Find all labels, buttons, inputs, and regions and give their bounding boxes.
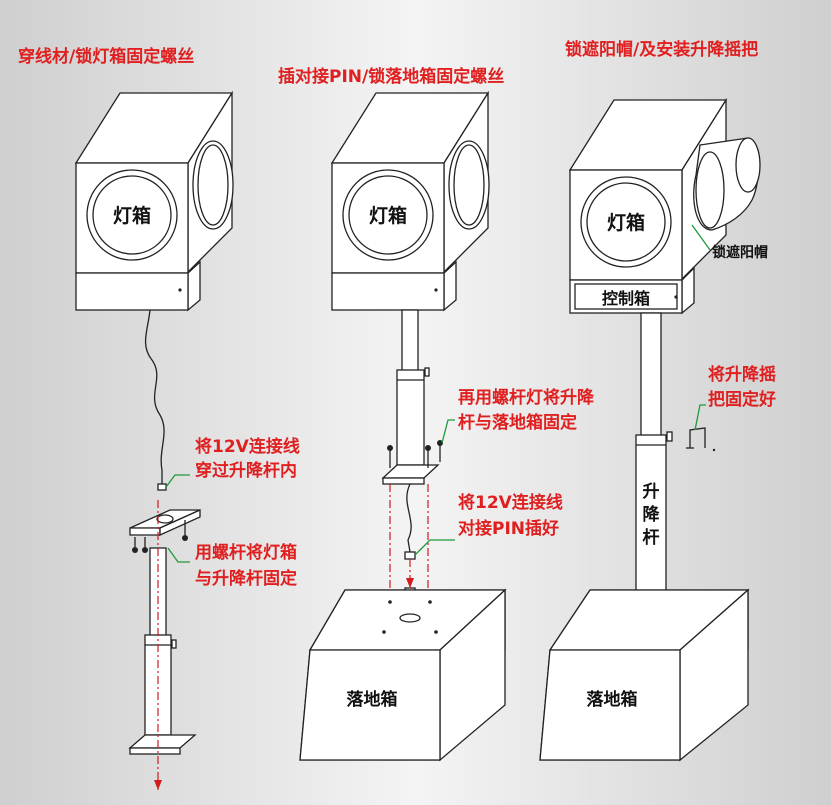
annotation-4-line2: 对接PIN插好 xyxy=(458,518,559,539)
annotation-3-line2: 杆与落地箱固定 xyxy=(458,412,577,433)
annotation-5-line2: 把固定好 xyxy=(708,389,776,410)
figure-3: 灯箱 控制箱 升 降 杆 落地箱 xyxy=(539,97,761,762)
annotation-2-line2: 与升降杆固定 xyxy=(195,568,297,589)
annotation-2-line1: 用螺杆将灯箱 xyxy=(195,542,297,563)
annotation-4-line1: 将12V连接线 xyxy=(458,492,563,513)
lamp-box-label-1: 灯箱 xyxy=(113,204,151,227)
ground-box-label-1: 落地箱 xyxy=(347,689,398,710)
control-box-label: 控制箱 xyxy=(602,289,650,308)
figure-1: 灯箱 xyxy=(74,90,234,790)
annotation-6: 锁遮阳帽 xyxy=(712,244,768,261)
annotation-1-line1: 将12V连接线 xyxy=(195,436,300,457)
ground-box-label-2: 落地箱 xyxy=(587,689,638,710)
caption-step3: 锁遮阳帽/及安装升降摇把 xyxy=(565,39,758,60)
caption-step2: 插对接PIN/锁落地箱固定螺丝 xyxy=(278,66,504,87)
lamp-box-label-2: 灯箱 xyxy=(369,204,407,227)
lamp-box-label-3: 灯箱 xyxy=(607,211,645,234)
pole-label-2: 降 xyxy=(643,504,661,525)
caption-step1: 穿线材/锁灯箱固定螺丝 xyxy=(18,46,194,67)
annotation-3-line1: 再用螺杆灯将升降 xyxy=(458,387,595,408)
pole-label-3: 杆 xyxy=(643,528,660,548)
figure-2: 灯箱 落地箱 xyxy=(299,90,507,762)
annotation-5-line1: 将升降摇 xyxy=(708,364,776,385)
pole-label-1: 升 xyxy=(643,482,660,502)
annotation-1-line2: 穿过升降杆内 xyxy=(195,460,297,481)
